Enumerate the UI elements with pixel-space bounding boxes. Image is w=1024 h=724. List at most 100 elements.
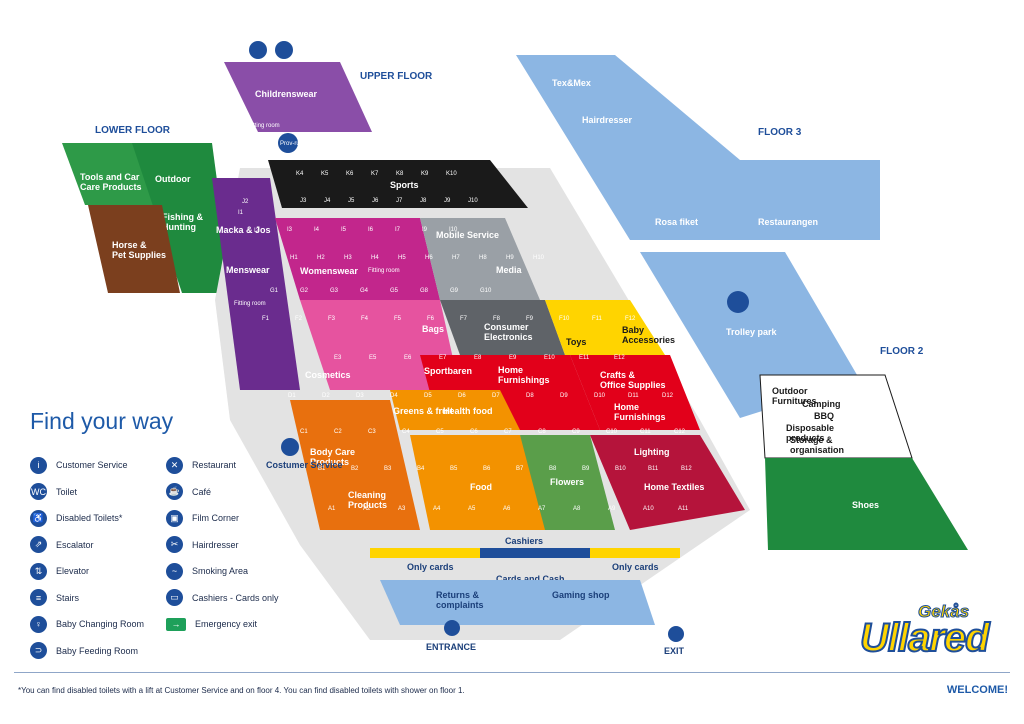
menswear-area[interactable] bbox=[212, 178, 300, 390]
consumer-electronics-area[interactable] bbox=[440, 300, 565, 355]
zone-code: C10 bbox=[606, 429, 618, 435]
zone-code: D8 bbox=[526, 393, 534, 399]
zone-code: C2 bbox=[334, 429, 342, 435]
legend-label: Elevator bbox=[56, 566, 90, 577]
zone-code: B3 bbox=[384, 466, 392, 472]
floor3-label: FLOOR 3 bbox=[758, 127, 802, 138]
womenswear-area[interactable] bbox=[275, 218, 440, 300]
zone-code: I10 bbox=[449, 227, 458, 233]
only-cards-right-label: Only cards bbox=[612, 562, 659, 572]
zone-code: I6 bbox=[368, 227, 374, 233]
storage-label: Storage &organisation bbox=[790, 435, 844, 455]
gaming-label: Gaming shop bbox=[552, 590, 610, 600]
zone-code: H10 bbox=[533, 255, 545, 261]
returns-area[interactable] bbox=[380, 580, 655, 625]
ullared-logo: Gekås Ullared bbox=[859, 602, 1010, 662]
zone-code: C7 bbox=[504, 429, 512, 435]
emergency-exit-icon: → bbox=[166, 617, 186, 631]
zone-code: E3 bbox=[334, 355, 342, 361]
zone-code: E6 bbox=[404, 355, 412, 361]
film-corner-icon: ▣ bbox=[166, 509, 183, 527]
logo-ullared: Ullared bbox=[859, 615, 991, 661]
fitting-men-label: Fitting room bbox=[234, 301, 266, 307]
tools-area[interactable] bbox=[62, 143, 160, 205]
zone-code: H2 bbox=[317, 255, 325, 261]
zone-code: F3 bbox=[328, 316, 336, 322]
zone-code: F10 bbox=[559, 316, 570, 322]
legend-item: ⊃Baby Feeding Room bbox=[30, 638, 144, 665]
zone-code: H7 bbox=[452, 255, 460, 261]
entrance-label[interactable]: ENTRANCE bbox=[426, 642, 476, 652]
zone-code: E5 bbox=[369, 355, 377, 361]
returns-label: Returns &complaints bbox=[436, 590, 484, 610]
zone-code: C5 bbox=[436, 429, 444, 435]
only-cards-left-label: Only cards bbox=[407, 562, 454, 572]
horse-label: Horse &Pet Supplies bbox=[112, 240, 166, 260]
legend-item: ☕Café bbox=[166, 479, 279, 506]
zone-code: B9 bbox=[582, 466, 590, 472]
zone-code: I4 bbox=[314, 227, 320, 233]
zone-code: J5 bbox=[348, 198, 355, 204]
zone-code: I7 bbox=[395, 227, 401, 233]
greens-area[interactable] bbox=[390, 390, 520, 430]
zone-code: J3 bbox=[300, 198, 307, 204]
legend-title: Find your way bbox=[30, 408, 174, 434]
zone-code: C12 bbox=[674, 429, 686, 435]
body-care-area[interactable] bbox=[290, 400, 420, 530]
legend-label: Hairdresser bbox=[192, 539, 239, 550]
fitting-room-upper-label: Fitting room bbox=[248, 123, 280, 129]
customer-service-icon: i bbox=[30, 456, 47, 474]
camping-label: Camping bbox=[802, 399, 841, 409]
zone-code: J8 bbox=[420, 198, 427, 204]
toys-area[interactable] bbox=[545, 300, 665, 355]
zone-code: D12 bbox=[662, 393, 674, 399]
horse-area[interactable] bbox=[88, 205, 180, 293]
cashiers-cards-icon: ▭ bbox=[166, 589, 183, 607]
zone-code: C1 bbox=[300, 429, 308, 435]
zone-code: K10 bbox=[446, 171, 457, 177]
floor3-area[interactable] bbox=[516, 55, 880, 240]
shoes-area[interactable] bbox=[765, 458, 968, 550]
legend-label: Customer Service bbox=[56, 460, 128, 471]
legend-label: Film Corner bbox=[192, 513, 240, 524]
zone-code: J9 bbox=[444, 198, 451, 204]
flowers-area[interactable] bbox=[520, 435, 615, 530]
zone-code: F8 bbox=[493, 316, 501, 322]
crafts-label: Crafts &Office Supplies bbox=[600, 370, 666, 390]
zone-code: B6 bbox=[483, 466, 491, 472]
zone-code: F5 bbox=[394, 316, 402, 322]
outdoor-area[interactable] bbox=[132, 143, 232, 293]
stairs-icon: ≡ bbox=[30, 589, 47, 607]
zone-code: C3 bbox=[368, 429, 376, 435]
cosmetics-area[interactable] bbox=[300, 300, 460, 390]
zone-code: G4 bbox=[360, 288, 369, 294]
fitting-women-label: Fitting room bbox=[368, 268, 400, 274]
childrenswear-area[interactable] bbox=[224, 62, 372, 132]
prov-rum-icon bbox=[278, 133, 298, 153]
zone-code: I5 bbox=[341, 227, 347, 233]
zone-code: C6 bbox=[470, 429, 478, 435]
zone-code: I9 bbox=[422, 227, 428, 233]
legend-label: Café bbox=[192, 486, 212, 497]
home-textiles-area[interactable] bbox=[590, 435, 745, 530]
zone-code: A4 bbox=[433, 506, 441, 512]
legend-item: ~Smoking Area bbox=[166, 558, 279, 585]
sports-area[interactable] bbox=[268, 160, 528, 208]
food-area[interactable] bbox=[410, 435, 550, 530]
media-area[interactable] bbox=[420, 218, 540, 300]
zone-code: A2 bbox=[363, 506, 371, 512]
elevator-icon: ⇅ bbox=[30, 562, 47, 580]
legend-item: ⇗Escalator bbox=[30, 532, 144, 559]
legend-label: Cashiers - Cards only bbox=[192, 592, 279, 603]
prov-rum-label: Prov-rum bbox=[280, 141, 305, 147]
zone-code: G9 bbox=[450, 288, 459, 294]
legend-item: ⇅ Elevator bbox=[30, 558, 144, 585]
crafts-area[interactable] bbox=[570, 355, 700, 430]
exit-label[interactable]: EXIT bbox=[664, 646, 685, 656]
zone-code: D5 bbox=[424, 393, 432, 399]
